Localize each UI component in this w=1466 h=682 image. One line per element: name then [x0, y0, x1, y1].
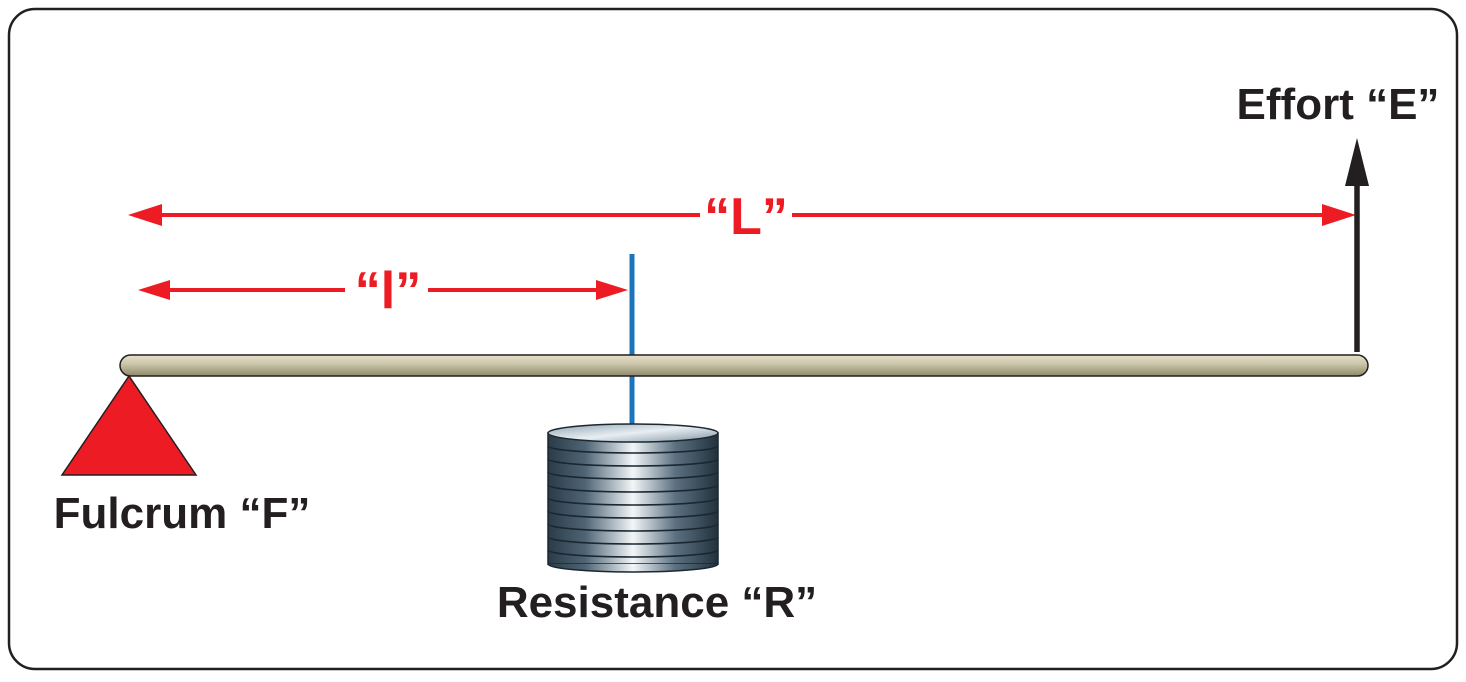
stacked-weight-icon	[547, 423, 719, 573]
fulcrum-label: Fulcrum “F”	[54, 489, 311, 538]
effort-arrow	[1345, 138, 1369, 352]
short-arm-arrowhead-right	[596, 280, 628, 300]
effort-label: Effort “E”	[1237, 80, 1440, 129]
long-arm-label: “L”	[704, 188, 788, 246]
long-arm-arrowhead-left	[128, 204, 162, 226]
short-arm-label: “l”	[355, 262, 421, 320]
long-arm-dimension: “L”	[128, 188, 1356, 246]
lever-bar	[119, 354, 1369, 377]
up-arrow-icon	[1345, 138, 1369, 186]
diagram-frame	[7, 7, 1459, 671]
short-arm-dimension: “l”	[138, 262, 628, 320]
resistance-label: Resistance “R”	[497, 578, 817, 627]
long-arm-arrowhead-right	[1322, 204, 1356, 226]
triangle-fulcrum-icon	[60, 374, 198, 476]
short-arm-arrowhead-left	[138, 280, 170, 300]
